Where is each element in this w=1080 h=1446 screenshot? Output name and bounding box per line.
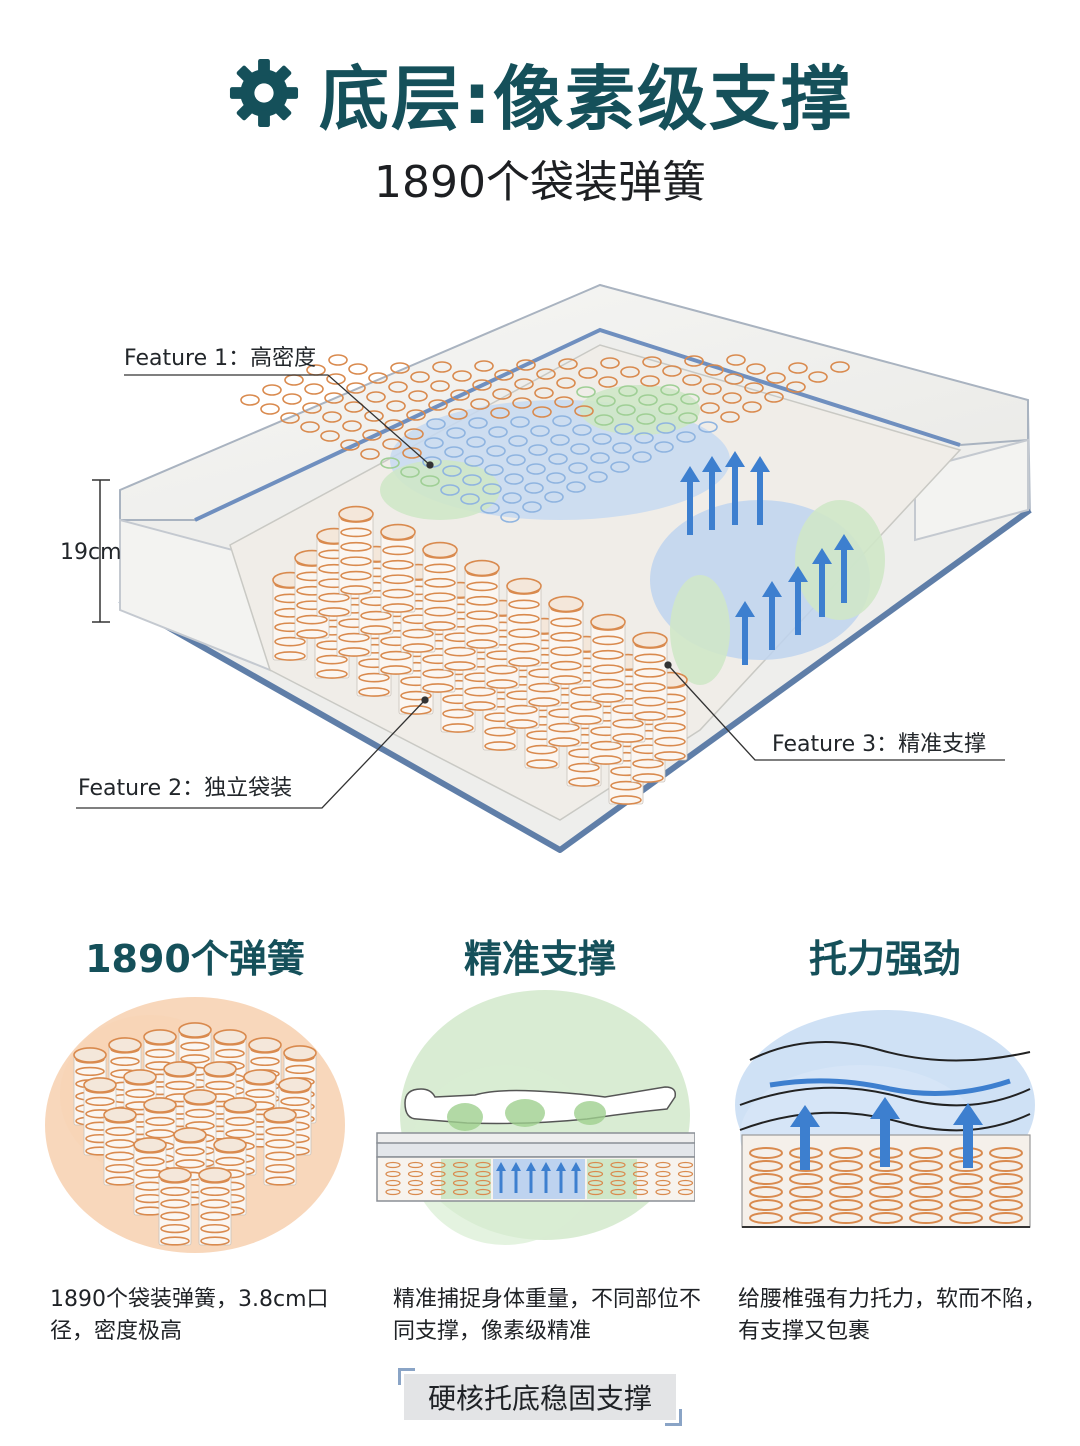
gear-icon [229, 58, 299, 128]
height-dimension [92, 479, 110, 623]
col-2-title: 精准支撑 [463, 937, 616, 981]
mattress-cutaway-illustration [76, 283, 1032, 853]
spring-cluster-icon [45, 997, 345, 1253]
col-1-desc: 1890个袋装弹簧，3.8cm口径，密度极高 [50, 1287, 329, 1344]
col-3-desc: 给腰椎强有力托力，软而不陷，有支撑又包裹 [738, 1287, 1047, 1344]
feature-2-label: Feature 2：独立袋装 [78, 776, 293, 801]
badge-corner-top-left [398, 1368, 415, 1385]
body-support-icon [376, 990, 695, 1245]
page-title: 底层:像素级支撑 [319, 57, 853, 140]
badge-corner-bottom-right [665, 1409, 682, 1426]
page-subtitle: 1890个袋装弹簧 [374, 157, 706, 208]
col-1-title: 1890个弹簧 [85, 937, 305, 981]
feature-3-label: Feature 3：精准支撑 [772, 732, 987, 757]
feature-1-label: Feature 1：高密度 [124, 346, 317, 371]
col-2-desc: 精准捕捉身体重量，不同部位不同支撑，像素级精准 [393, 1287, 702, 1344]
footer-badge-text: 硬核托底稳固支撑 [404, 1374, 676, 1420]
front-spring-row [272, 505, 688, 805]
support-arrows [680, 451, 854, 665]
spring-grid [240, 354, 850, 523]
uplift-icon [735, 1010, 1035, 1228]
title-row: 底层:像素级支撑 [0, 48, 1080, 140]
height-label: 19cm [60, 540, 122, 565]
footer-badge: 硬核托底稳固支撑 [398, 1368, 682, 1426]
col-3-title: 托力强劲 [808, 937, 961, 981]
